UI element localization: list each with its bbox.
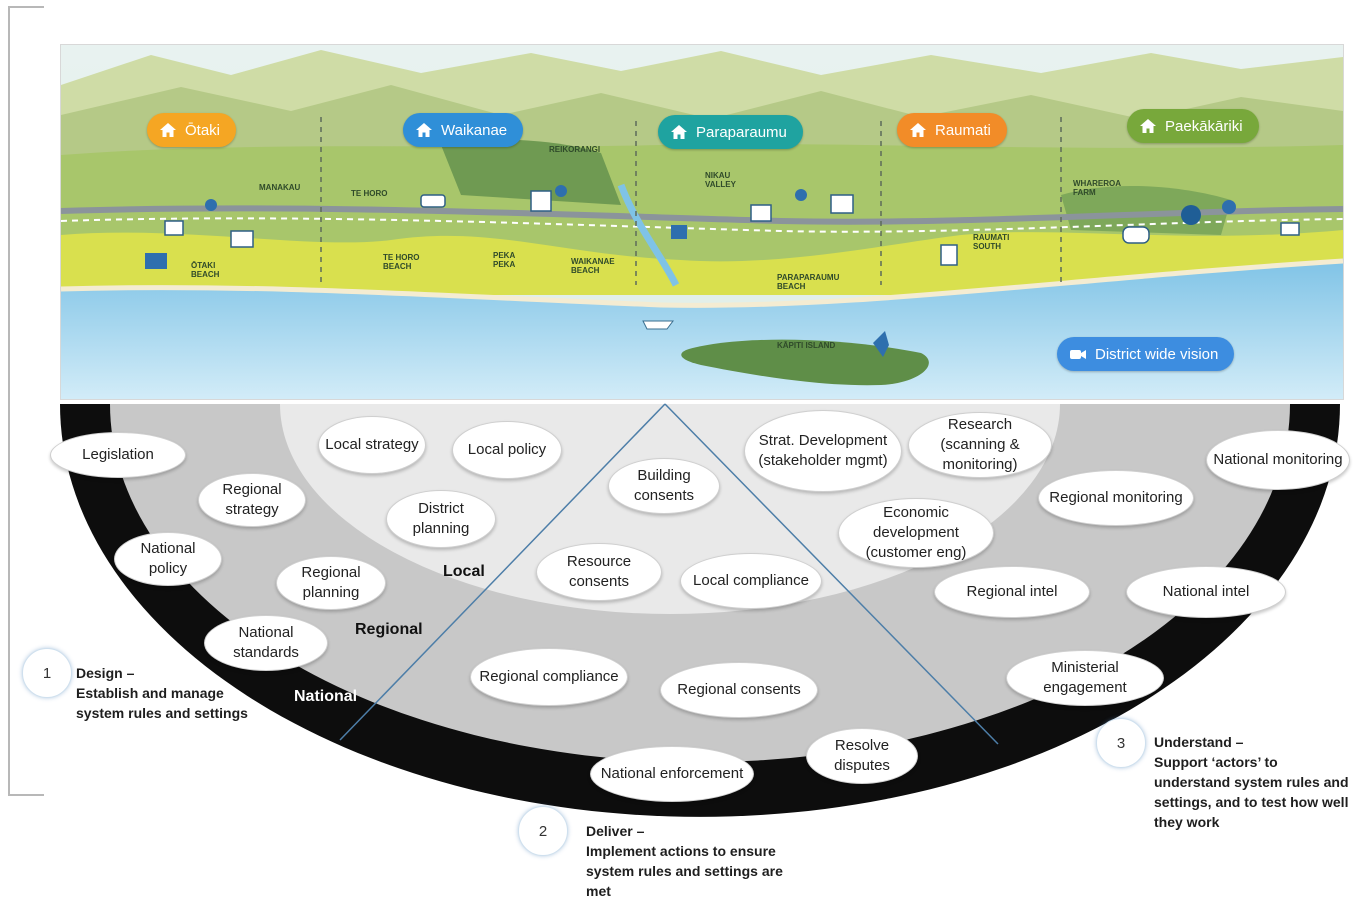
oval-national-monitoring: National monitoring (1206, 430, 1350, 490)
building-icon (940, 244, 958, 266)
oval-regional-intel: Regional intel (934, 566, 1090, 618)
oval-local-strategy: Local strategy (318, 416, 426, 474)
oval-resource-consents: Resource consents (536, 543, 662, 601)
home-icon (416, 123, 432, 137)
building-icon (830, 194, 854, 214)
bird-icon (873, 331, 889, 357)
oval-regional-monitoring: Regional monitoring (1038, 470, 1194, 526)
oval-resolve-disputes: Resolve disputes (806, 728, 918, 784)
oval-regional-compliance: Regional compliance (470, 648, 628, 706)
road-sign-icon (555, 185, 567, 197)
home-icon (1140, 119, 1156, 133)
railway (61, 217, 1343, 233)
river (617, 183, 680, 287)
district-wide-vision-pill: District wide vision (1057, 337, 1235, 371)
home-icon (910, 123, 926, 137)
map-illustration (61, 45, 1343, 399)
boat (642, 320, 674, 330)
building-icon (1280, 222, 1300, 236)
town-label: Waikanae (441, 121, 508, 139)
tree-icon (1181, 205, 1201, 225)
place-label: Reikorangi (549, 145, 601, 154)
step-1-badge: 1 (22, 648, 72, 698)
place-label: Nikau Valley (705, 171, 736, 189)
district-map: Ōtaki Waikanae Paraparaumu Raumati Paekā… (60, 44, 1344, 400)
oval-building-consents: Building consents (608, 458, 720, 514)
oval-national-standards: National standards (204, 615, 328, 671)
forest-patch (441, 139, 621, 205)
step-1-text: Establish and manage system rules and se… (76, 685, 248, 721)
highway-shield-icon (671, 225, 687, 239)
place-label: Paraparaumu Beach (777, 273, 840, 291)
vehicle-icon (420, 194, 446, 208)
step-3-caption: Understand – Support ‘actors’ to underst… (1154, 732, 1352, 832)
home-icon (160, 123, 176, 137)
step-2-text: Implement actions to ensure system rules… (586, 843, 783, 899)
town-label: Paekākāriki (1165, 117, 1243, 135)
step-3-title: Understand – (1154, 734, 1244, 750)
oval-regional-strategy: Regional strategy (198, 473, 306, 527)
bus-icon (145, 253, 167, 269)
step-3-badge: 3 (1096, 718, 1146, 768)
video-camera-icon (1070, 350, 1086, 359)
place-label: Raumati South (973, 233, 1010, 251)
oval-national-policy: National policy (114, 532, 222, 586)
town-pill-waikanae: Waikanae (403, 113, 524, 147)
town-pill-paekakariki: Paekākāriki (1127, 109, 1259, 143)
ring-label-national: National (294, 688, 358, 705)
oval-local-policy: Local policy (452, 421, 562, 479)
place-label: Ōtaki Beach (191, 261, 220, 279)
oval-local-compliance: Local compliance (680, 553, 822, 609)
step-1-caption: Design – Establish and manage system rul… (76, 663, 262, 723)
oval-research: Research (scanning & monitoring) (908, 412, 1052, 478)
road-sign-icon (795, 189, 807, 201)
place-label: Te Horo (351, 189, 388, 198)
place-label: Te Horo Beach (383, 253, 420, 271)
kapiti-island (681, 339, 929, 386)
place-label: Manakau (259, 183, 301, 192)
place-label: Kāpiti Island (777, 341, 836, 350)
oval-regional-planning: Regional planning (276, 556, 386, 610)
place-label: Peka Peka (493, 251, 516, 269)
oval-national-intel: National intel (1126, 566, 1286, 618)
building-icon (230, 230, 254, 248)
district-wide-label: District wide vision (1095, 345, 1219, 363)
home-icon (671, 125, 687, 139)
place-label: Waikanae Beach (571, 257, 615, 275)
oval-strat-development: Strat. Development (stakeholder mgmt) (744, 410, 902, 492)
building-icon (750, 204, 772, 222)
oval-ministerial-engagement: Ministerial engagement (1006, 650, 1164, 706)
road-sign-icon (205, 199, 217, 211)
place-label: Whareroa Farm (1073, 179, 1121, 197)
oval-regional-consents: Regional consents (660, 662, 818, 718)
ring-label-regional: Regional (355, 621, 423, 638)
town-label: Raumati (935, 121, 991, 139)
urban-zone (61, 230, 1343, 295)
building-icon (530, 190, 552, 212)
oval-district-planning: District planning (386, 490, 496, 548)
town-pill-otaki: Ōtaki (147, 113, 237, 147)
town-label: Paraparaumu (696, 123, 787, 141)
road-sign-icon (1222, 200, 1236, 214)
town-pill-paraparaumu: Paraparaumu (658, 115, 803, 149)
step-3-text: Support ‘actors’ to understand system ru… (1154, 754, 1349, 830)
town-label: Ōtaki (185, 121, 221, 139)
coastline (61, 258, 1343, 308)
building-icon (164, 220, 184, 236)
town-pill-raumati: Raumati (897, 113, 1007, 147)
step-1-title: Design – (76, 665, 135, 681)
oval-legislation: Legislation (50, 432, 186, 478)
step-2-caption: Deliver – Implement actions to ensure sy… (586, 821, 788, 901)
ring-label-local: Local (443, 563, 485, 580)
oval-national-enforcement: National enforcement (590, 746, 754, 802)
step-2-title: Deliver – (586, 823, 645, 839)
oval-economic-development: Economic development (customer eng) (838, 498, 994, 568)
left-bracket (8, 6, 44, 796)
step-2-badge: 2 (518, 806, 568, 856)
picnic-icon (1122, 226, 1150, 244)
